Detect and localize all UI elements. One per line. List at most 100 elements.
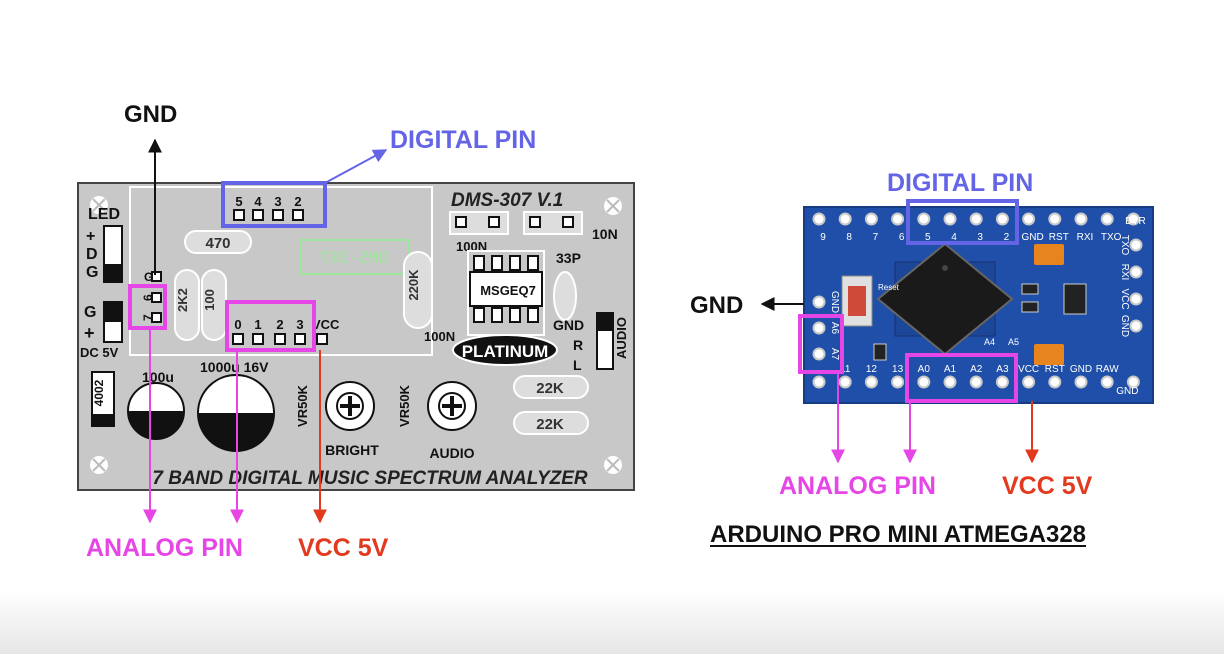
pcb-vr-name: AUDIO — [429, 445, 474, 461]
right-analog-highlight — [798, 314, 844, 374]
arduino-pin-label: A2 — [970, 364, 983, 375]
arduino-pin-label: A5 — [1008, 337, 1019, 347]
arduino-pin-label: RXI — [1077, 232, 1094, 243]
arduino-pin-label: 9 — [820, 232, 826, 243]
pcb-led-label: LED — [88, 206, 120, 223]
pcb-pin-label: 7 — [141, 314, 155, 321]
left-vcc-label: VCC 5V — [298, 534, 389, 562]
pcb-model-label: DMS-307 V.1 — [451, 190, 563, 211]
arduino-pin-pad — [917, 212, 931, 226]
arduino-pin-pad — [838, 375, 852, 389]
arduino-pin-label: A4 — [984, 337, 995, 347]
pcb-pin-label: G — [144, 270, 153, 284]
potentiometer-icon — [325, 381, 375, 431]
smd-component-icon — [1063, 283, 1087, 315]
pcb-power-header: 0 1 2 3 VCC — [232, 317, 340, 345]
left-analog-label: ANALOG PIN — [86, 534, 243, 562]
left-gnd-label: GND — [124, 101, 177, 128]
pcb-pin-label: 1 — [254, 317, 261, 332]
arduino-pin-pad — [917, 375, 931, 389]
pcb-dc-label: DC 5V — [80, 345, 119, 360]
arduino-pin-label: 4 — [951, 232, 957, 243]
arduino-pin-label: GND — [829, 291, 840, 313]
pcb-ic-label: MSGEQ7 — [480, 283, 536, 298]
arduino-pin-label: TXO — [1119, 235, 1130, 256]
pcb-digital-header: 5 4 3 2 — [233, 194, 304, 221]
pcb-pin-label: 3 — [274, 194, 281, 209]
pcb-pin-label: 4 — [254, 194, 262, 209]
arduino-pin-pad — [1048, 375, 1062, 389]
arduino-pin-label: DTR — [1125, 216, 1146, 227]
pcb-pin-label: VCC — [312, 317, 340, 332]
arduino-pin-label: GND — [1119, 315, 1130, 337]
arduino-pin-label: 12 — [866, 364, 878, 375]
arduino-pin-pad — [1100, 212, 1114, 226]
arduino-pin-label: 2 — [1004, 232, 1010, 243]
pcb-brand-label: PLATINUM — [462, 342, 549, 361]
arduino-pin-pad — [812, 212, 826, 226]
spectrum-pcb: DMS-307 V.1 DMS-307 5 4 3 2 470 LED + D … — [77, 182, 635, 491]
pcb-resistor-100: 100 — [202, 289, 217, 311]
arduino-pin-pad — [1074, 212, 1088, 226]
arduino-pin-pad — [1126, 212, 1140, 226]
arduino-reset-label: Reset — [878, 283, 900, 292]
reset-button-icon — [841, 275, 873, 327]
arduino-pin-pad — [838, 212, 852, 226]
arduino-pin-pad — [1022, 212, 1036, 226]
pcb-resistor-22k: 22K — [536, 416, 564, 433]
pcb-cap-10n: 10N — [592, 226, 618, 242]
pcb-pin-label: R — [573, 337, 583, 353]
arduino-pin-pad — [1074, 375, 1088, 389]
pcb-pin-label: 3 — [296, 317, 303, 332]
arduino-pin-pad — [891, 212, 905, 226]
smd-component-icon — [1021, 283, 1039, 295]
arduino-pin-pad — [969, 212, 983, 226]
arduino-pin-label: A1 — [944, 364, 957, 375]
pcb-vr-name: BRIGHT — [325, 442, 379, 458]
arduino-pin-pad — [864, 375, 878, 389]
right-digital-label: DIGITAL PIN — [887, 169, 1033, 197]
pcb-pin-label: D — [86, 246, 98, 263]
left-analog-highlight — [128, 284, 167, 330]
arduino-pin-pad — [864, 212, 878, 226]
pcb-vr-label: VR50K — [295, 384, 310, 427]
arduino-pin-pad — [995, 212, 1009, 226]
arduino-pin-label: A0 — [918, 364, 931, 375]
pcb-pin-label: L — [573, 357, 582, 373]
pcb-cap-33p: 33P — [556, 250, 581, 266]
left-digital-arrow — [324, 149, 388, 184]
pcb-pin-label: 2 — [294, 194, 301, 209]
arduino-pin-pad — [891, 375, 905, 389]
left-digital-highlight — [221, 181, 327, 228]
pcb-cap-100n: 100N — [424, 329, 455, 344]
pcb-diode-label: 4002 — [92, 379, 106, 406]
arduino-pin-pad — [1022, 375, 1036, 389]
arduino-pin-label: 3 — [977, 232, 983, 243]
smd-component-icon — [873, 343, 887, 361]
smd-component-icon — [1021, 301, 1039, 313]
mounting-hole-icon — [90, 456, 108, 474]
pcb-resistor-470: 470 — [205, 235, 230, 252]
arduino-pin-pad — [943, 212, 957, 226]
pcb-pin-label: 6 — [141, 294, 155, 301]
arduino-pin-label: RAW — [1096, 364, 1120, 375]
pcb-audio-jack-label: AUDIO — [614, 317, 629, 359]
pcb-pin-label: + — [86, 228, 95, 245]
pcb-resistor-2k2: 2K2 — [175, 288, 190, 312]
arduino-caption: ARDUINO PRO MINI ATMEGA328 — [710, 521, 1087, 548]
arduino-pin-pad — [1100, 375, 1114, 389]
arduino-pin-pad — [1129, 265, 1143, 279]
pcb-brand-badge — [452, 334, 558, 366]
arduino-pin-label: A6 — [829, 322, 840, 335]
pcb-footer-label: 7 BAND DIGITAL MUSIC SPECTRUM ANALYZER — [152, 468, 588, 489]
arduino-pin-label: RXI — [1119, 264, 1130, 281]
arduino-pin-label: 6 — [899, 232, 905, 243]
pcb-resistor-22k: 22K — [536, 380, 564, 397]
pcb-pin-label: 0 — [234, 317, 241, 332]
arduino-pin-pad — [812, 295, 826, 309]
arduino-pin-label: GND — [1070, 364, 1092, 375]
pcb-resistor-220k: 220K — [406, 269, 421, 301]
right-vcc-label: VCC 5V — [1002, 472, 1093, 500]
